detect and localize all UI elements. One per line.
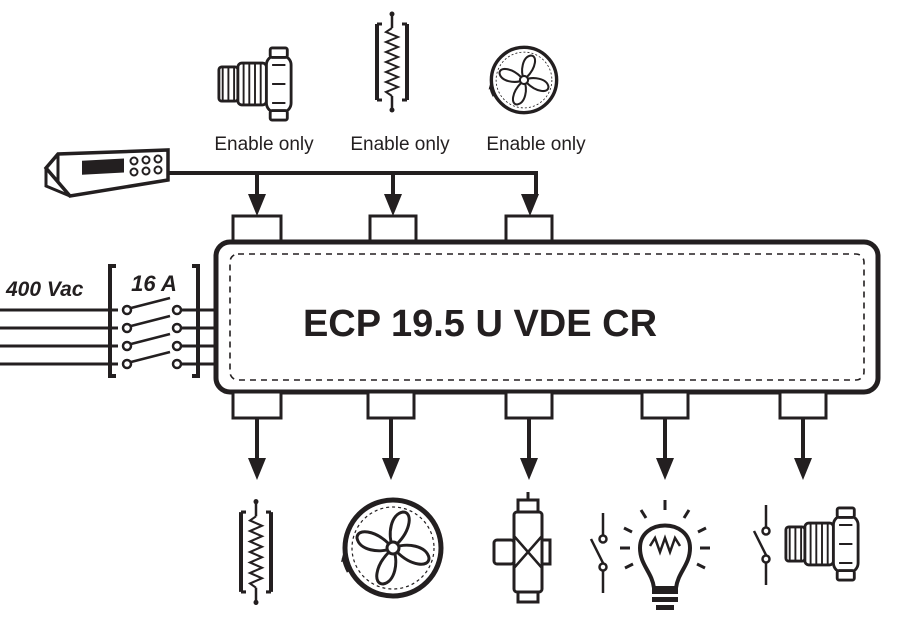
circulation-pump-icon [784, 506, 860, 582]
heater-element-icon [375, 9, 409, 115]
top-device-heater: Enable only [350, 9, 450, 155]
solenoid-valve-icon [492, 492, 552, 604]
top-device-pump-caption: Enable only [214, 134, 314, 155]
controller-model-title: ECP 19.5 U VDE CR [303, 303, 657, 345]
top-device-fan: Enable only [486, 45, 586, 155]
output-arrows [255, 418, 805, 460]
top-device-heater-caption: Enable only [350, 134, 450, 155]
circulation-pump-icon [217, 46, 293, 122]
remote-display-icon [43, 148, 170, 198]
bottom-connectors [231, 390, 828, 420]
heater-element-icon [241, 499, 271, 605]
fan-icon [341, 500, 441, 596]
controller-unit: ECP 19.5 U VDE CR [213, 239, 881, 395]
light-bulb-icon [620, 500, 710, 610]
control-bus [168, 171, 539, 216]
output-arrowheads [248, 458, 812, 480]
breaker-rating-label: 16 A [131, 271, 177, 296]
top-connectors [231, 214, 554, 244]
top-device-pump: Enable only [214, 46, 314, 155]
pump-relay-contact [752, 503, 771, 587]
circuit-breaker: 16 A [108, 264, 216, 378]
supply-voltage-label: 400 Vac [5, 278, 84, 301]
power-supply: 400 Vac [0, 278, 118, 366]
fan-icon [486, 45, 559, 115]
top-device-fan-caption: Enable only [486, 134, 586, 155]
light-bulb-relay-contact [589, 511, 608, 595]
